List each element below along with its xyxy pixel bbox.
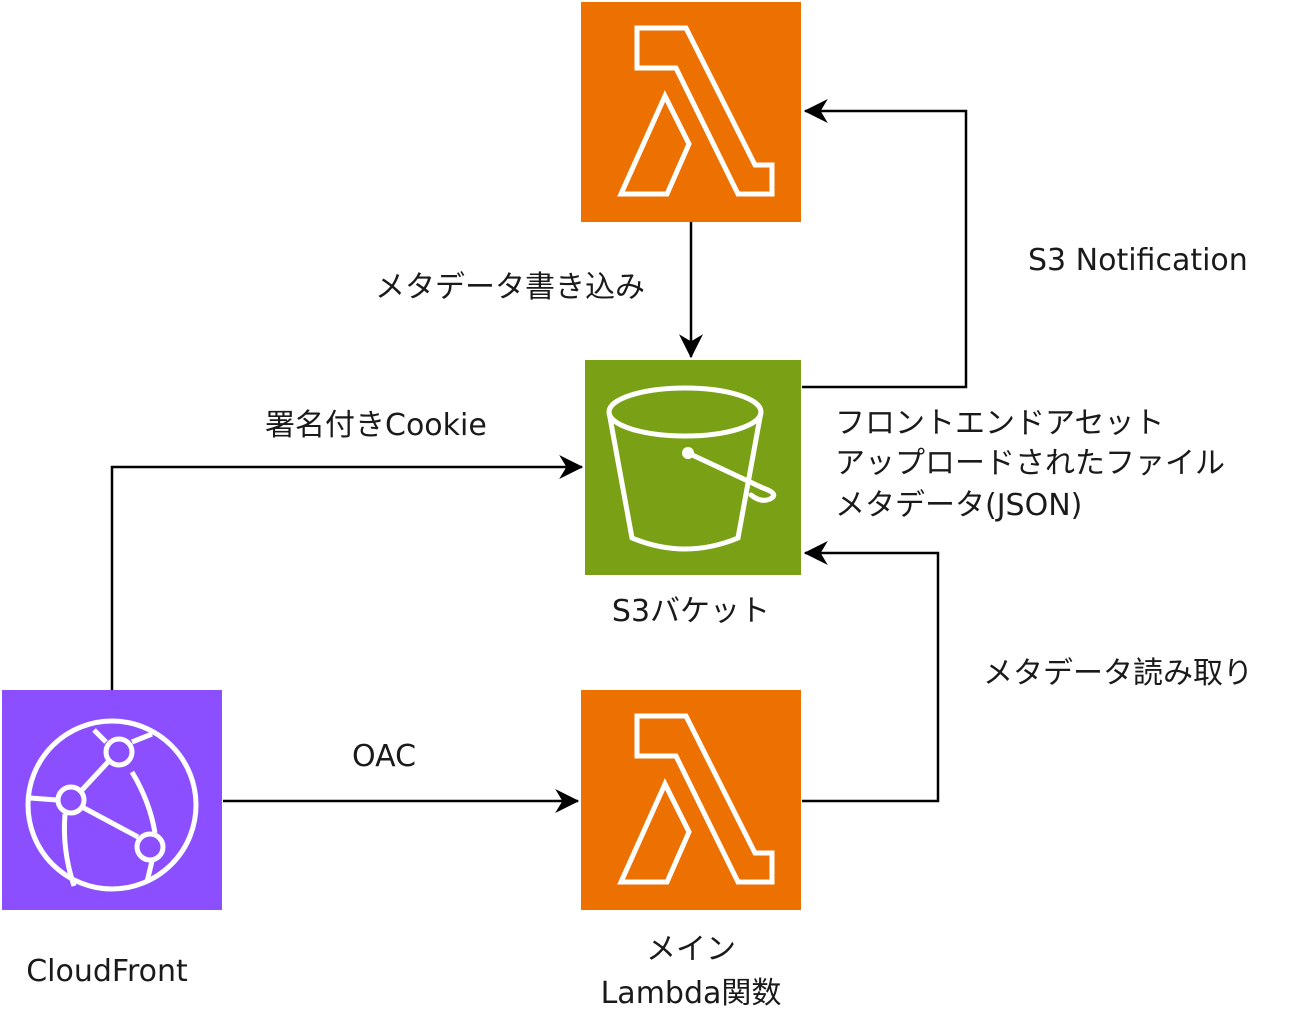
edge-label-write-metadata: メタデータ書き込み — [375, 270, 645, 305]
edge-lambda-main-to-s3 — [802, 541, 940, 803]
lambda-main-label-line2: Lambda関数 — [600, 976, 782, 1011]
edge-s3-to-lambda-top — [802, 99, 968, 389]
edge-label-signed-cookie: 署名付きCookie — [265, 408, 487, 443]
lambda-main-label-line1: メイン — [646, 932, 736, 967]
edge-label-read-metadata: メタデータ読み取り — [983, 656, 1253, 691]
edge-label-s3-notification: S3 Notification — [1028, 243, 1248, 278]
s3-contents-item: フロントエンドアセット — [835, 406, 1165, 441]
cloudfront-label: CloudFront — [26, 954, 188, 989]
s3-contents-item: アップロードされたファイル — [835, 446, 1225, 481]
lambda-icon — [581, 2, 801, 222]
lambda-top-node[interactable] — [581, 2, 801, 222]
edge-label-oac: OAC — [352, 739, 417, 774]
s3-bucket-node[interactable] — [585, 360, 801, 575]
cloudfront-node[interactable] — [2, 690, 222, 910]
lambda-main-node[interactable] — [581, 690, 801, 910]
s3-bucket-label: S3バケット — [611, 594, 771, 629]
edge-cloudfront-to-s3 — [110, 455, 584, 690]
lambda-icon — [581, 690, 801, 910]
s3-contents-item: メタデータ(JSON) — [835, 488, 1083, 523]
s3-bucket-icon — [585, 360, 801, 575]
cloudfront-icon — [2, 690, 222, 910]
